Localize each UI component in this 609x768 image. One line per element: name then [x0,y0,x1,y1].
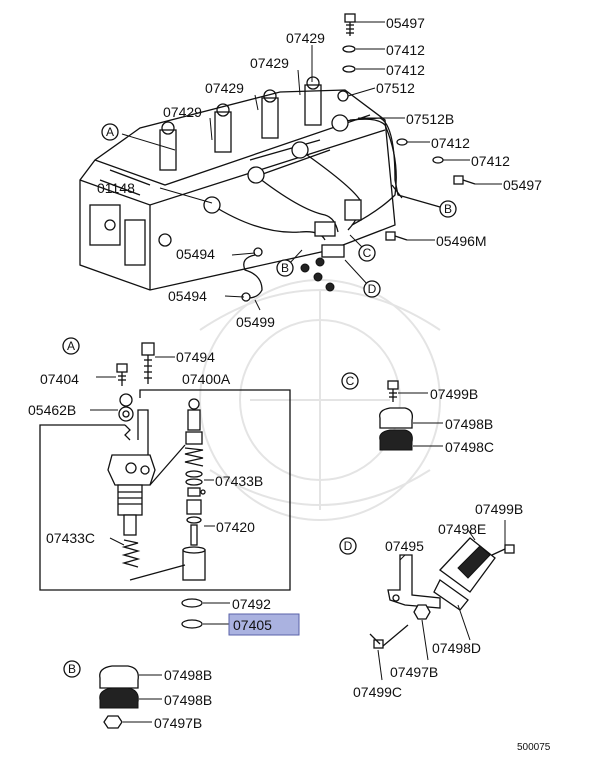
label-05497-mid: 05497 [503,177,542,193]
label-05496M: 05496M [436,233,487,249]
label-05462B: 05462B [28,402,76,418]
callout-A-detail: A [62,337,80,355]
label-b-07498B-1: 07498B [164,667,212,683]
cylinder-head-assembly [79,76,441,302]
label-01148: 01148 [97,180,135,196]
label-05494-a: 05494 [176,246,215,262]
callout-B-right: B [439,200,457,218]
svg-text:B: B [281,261,289,275]
label-d-07498E: 07498E [438,521,486,537]
label-07412-c: 07412 [431,135,470,151]
svg-text:A: A [106,125,114,139]
label-05497-top: 05497 [386,15,425,31]
label-c-07498B: 07498B [445,416,493,432]
callout-B-top: B [276,259,294,277]
bracket-d-detail [369,520,515,681]
callout-D-top: D [363,280,381,298]
svg-text:A: A [67,339,75,353]
highlighted-part-07405[interactable]: 07405 [228,613,300,636]
clamp-b-detail [99,665,162,729]
top-right-hardware [337,13,476,241]
label-07433B: 07433B [215,473,263,489]
callout-C-top: C [358,244,376,262]
label-c-07498C: 07498C [445,439,494,455]
label-d-07499C: 07499C [353,684,402,700]
label-07404: 07404 [40,371,79,387]
label-07420: 07420 [216,519,255,535]
svg-text:B: B [68,662,76,676]
callout-B-detail: B [63,660,81,678]
callout-C-detail: C [341,372,359,390]
injector-detail [39,342,291,629]
callout-D-detail: D [339,537,357,555]
label-d-07498D: 07498D [432,640,481,656]
label-d-07495: 07495 [385,538,424,554]
label-07405: 07405 [233,617,272,633]
svg-text:D: D [368,282,377,296]
label-07429-d: 07429 [163,104,202,120]
label-07412-d: 07412 [471,153,510,169]
label-07429-a: 07429 [286,30,325,46]
label-05494-b: 05494 [168,288,207,304]
callout-A-top: A [101,123,119,141]
label-07433C: 07433C [46,530,95,546]
label-d-07497B: 07497B [390,664,438,680]
label-07494: 07494 [176,349,215,365]
svg-text:D: D [344,539,353,553]
label-07412-b: 07412 [386,62,425,78]
label-d-07499B: 07499B [475,501,523,517]
label-c-07499B: 07499B [430,386,478,402]
label-07512B: 07512B [406,111,454,127]
label-07429-c: 07429 [205,80,244,96]
label-07512: 07512 [376,80,415,96]
label-b-07498B-2: 07498B [164,692,212,708]
label-07400A: 07400A [182,371,231,387]
label-07412-a: 07412 [386,42,425,58]
label-07492: 07492 [232,596,271,612]
clamp-c-detail [379,380,443,451]
label-05499: 05499 [236,314,275,330]
diagram-code: 500075 [517,742,551,753]
detail-a-leaders [90,356,230,625]
svg-text:C: C [346,374,355,388]
svg-text:C: C [363,246,372,260]
top-leaders [121,21,502,311]
label-07429-b: 07429 [250,55,289,71]
svg-text:B: B [444,202,452,216]
label-b-07497B: 07497B [154,715,202,731]
